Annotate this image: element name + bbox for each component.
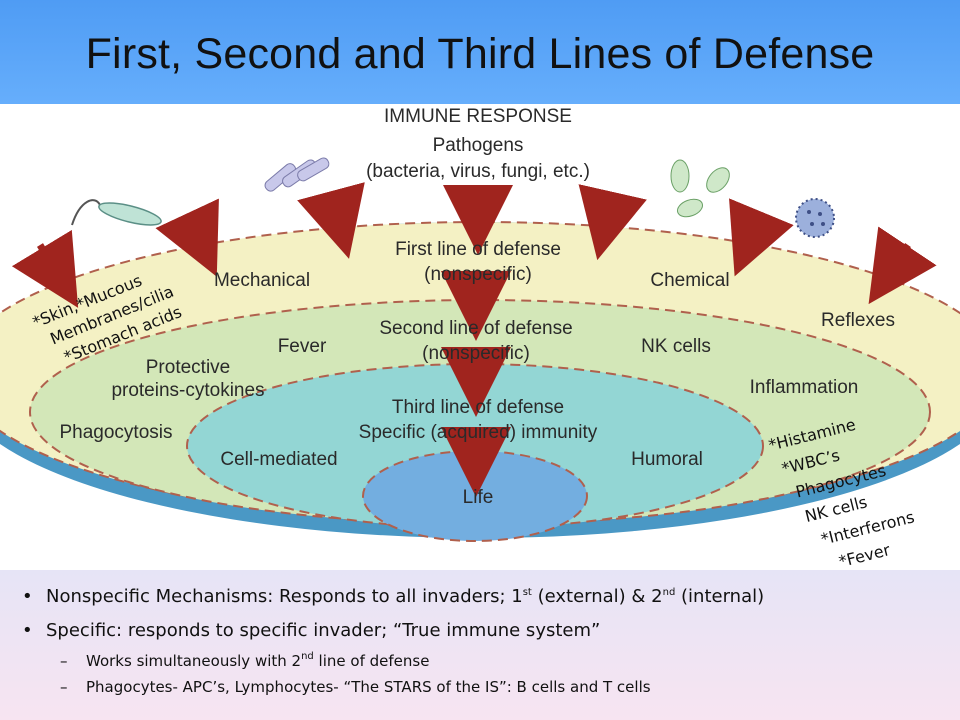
second-line-label: Second line of defense — [379, 318, 572, 339]
sub-bullet-simultaneous: Works simultaneously with 2nd line of de… — [0, 648, 960, 674]
arrow-icon — [729, 198, 794, 277]
reflexes-label: Reflexes — [821, 310, 895, 331]
fever-label: Fever — [278, 336, 327, 357]
arrow-icon — [868, 226, 937, 305]
annotation-right-6: *Fever — [837, 540, 893, 571]
humoral-label: Humoral — [631, 449, 703, 470]
pathogens-examples: (bacteria, virus, fungi, etc.) — [366, 161, 590, 182]
nk-cells-label: NK cells — [641, 336, 711, 357]
third-line-sub: Specific (acquired) immunity — [359, 422, 598, 443]
bullet-specific: Specific: responds to specific invader; … — [0, 614, 960, 648]
third-line-label: Third line of defense — [392, 397, 564, 418]
slide-title: First, Second and Third Lines of Defense — [85, 30, 875, 78]
cell-mediated-label: Cell-mediated — [220, 449, 337, 470]
arrow-icon — [578, 184, 647, 261]
immune-response-heading: IMMUNE RESPONSE — [384, 106, 572, 127]
first-line-sub: (nonspecific) — [424, 264, 532, 285]
inflammation-label: Inflammation — [750, 377, 859, 398]
pathogens-label: Pathogens — [433, 135, 524, 156]
arrow-icon — [155, 198, 219, 277]
second-line-sub: (nonspecific) — [422, 343, 530, 364]
life-label: Life — [463, 487, 494, 508]
fungal-cell-icon — [670, 159, 730, 218]
virus-icon — [795, 198, 835, 238]
phagocytosis-label: Phagocytosis — [59, 422, 172, 443]
chemical-label: Chemical — [650, 270, 729, 291]
sub-bullet-phagocytes: Phagocytes- APC’s, Lymphocytes- “The STA… — [0, 674, 960, 700]
arrow-icon — [297, 182, 365, 259]
notes-list: Nonspecific Mechanisms: Responds to all … — [0, 580, 960, 700]
arrow-icon — [11, 229, 79, 308]
bacteria-rod-icon — [264, 157, 330, 192]
proteins-label: proteins-cytokines — [111, 380, 264, 401]
protozoan-icon — [71, 199, 162, 226]
first-line-label: First line of defense — [395, 239, 561, 260]
bullet-nonspecific: Nonspecific Mechanisms: Responds to all … — [0, 580, 960, 614]
pathogen-arrows — [11, 182, 937, 497]
mechanical-label: Mechanical — [214, 270, 310, 291]
protective-label: Protective — [146, 357, 230, 378]
title-bar — [0, 0, 960, 104]
